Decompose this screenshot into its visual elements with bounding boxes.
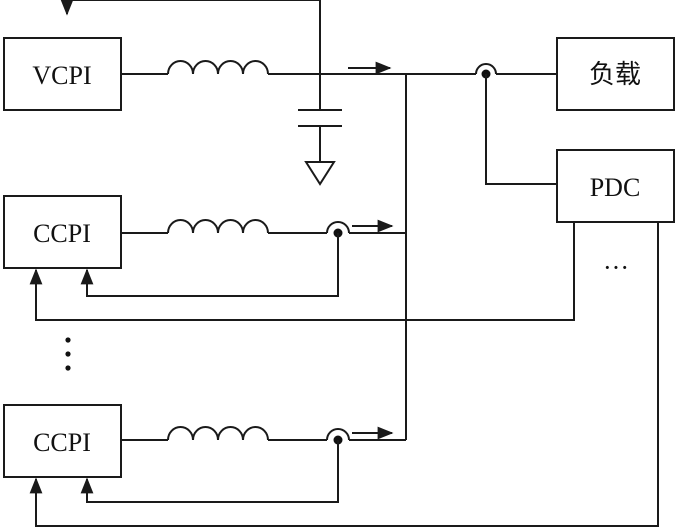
- ccpi-block-1: CCPI: [3, 195, 122, 269]
- ccpi-1-output-branch: [80, 219, 406, 297]
- inductor-ccpi-2-icon: [167, 426, 269, 441]
- vcpi-output-branch: [121, 60, 476, 186]
- more-outputs-ellipsis: ···: [603, 253, 629, 282]
- pdc-to-ccpi-2-wire: [29, 222, 659, 527]
- ccpi-block-2: CCPI: [3, 404, 122, 478]
- vcpi-label: VCPI: [32, 61, 91, 90]
- bus-sense-node: [475, 63, 557, 185]
- more-ccpi-ellipsis: ⋮: [65, 337, 71, 371]
- load-label: 负载: [589, 60, 641, 89]
- vcpi-block: VCPI: [3, 37, 122, 111]
- pdc-block: PDC: [556, 149, 675, 223]
- ccpi-1-feedback-wire: [80, 233, 339, 297]
- ccpi-label-1: CCPI: [33, 219, 91, 248]
- ccpi-2-feedback-wire: [80, 440, 339, 503]
- pdc-label: PDC: [590, 173, 641, 202]
- ccpi-2-output-branch: [80, 426, 406, 503]
- inductor-vcpi-icon: [167, 60, 269, 75]
- pdc-to-ccpi-1-wire: [29, 222, 575, 321]
- load-block: 负载: [556, 37, 675, 111]
- capacitor-ground-icon: [298, 74, 342, 186]
- ccpi-label-2: CCPI: [33, 428, 91, 457]
- inductor-ccpi-1-icon: [167, 219, 269, 234]
